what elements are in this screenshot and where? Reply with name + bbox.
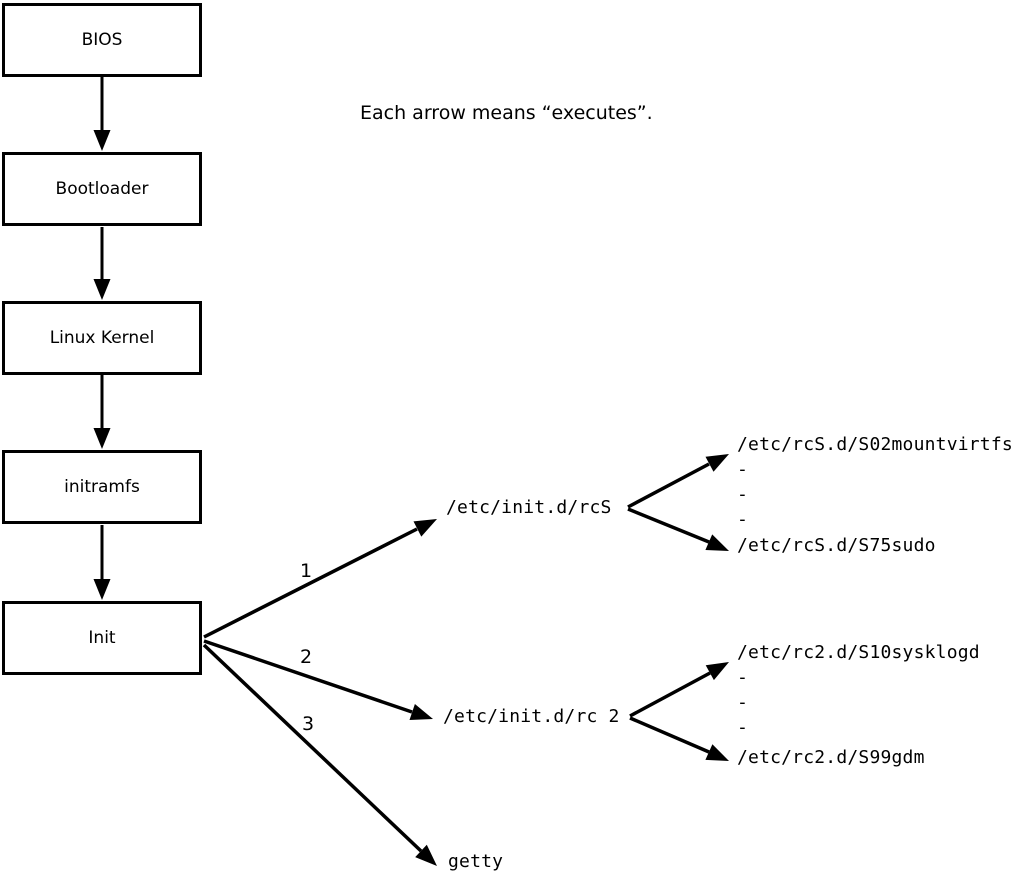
label-rc2-s99gdm: /etc/rc2.d/S99gdm — [737, 747, 925, 768]
arrow-rcs-to-s02 — [627, 454, 729, 509]
label-etc-init-d-rc2: /etc/init.d/rc 2 — [443, 706, 620, 727]
note-arrow-meaning: Each arrow means “executes”. — [360, 102, 653, 124]
arrow-rcs-to-s75 — [627, 507, 729, 551]
ellipsis-dash: - — [737, 509, 749, 530]
ellipsis-dash: - — [737, 692, 749, 713]
box-init-label: Init — [88, 628, 116, 648]
label-etc-init-d-rcs: /etc/init.d/rcS — [446, 497, 612, 518]
arrow-kernel-to-initramfs — [93, 375, 111, 449]
box-bios-label: BIOS — [81, 30, 123, 50]
label-rcs-s02mountvirtfs: /etc/rcS.d/S02mountvirtfs — [737, 434, 1013, 455]
box-initramfs: initramfs — [2, 450, 202, 524]
box-initramfs-label: initramfs — [64, 477, 140, 497]
arrow-bootloader-to-kernel — [93, 227, 111, 300]
arrow-bios-to-bootloader — [93, 76, 111, 151]
arrowhead — [413, 519, 437, 537]
ellipsis-dash: - — [737, 459, 749, 480]
arrow-init-to-getty — [202, 643, 437, 866]
box-linux-kernel: Linux Kernel — [2, 301, 202, 375]
arrow-rc2-to-s99 — [629, 716, 729, 761]
label-rcs-s75sudo: /etc/rcS.d/S75sudo — [737, 535, 936, 556]
ellipsis-dash: - — [737, 717, 749, 738]
label-rc2-s10sysklogd: /etc/rc2.d/S10sysklogd — [737, 642, 980, 663]
arrowhead — [705, 534, 729, 551]
branch-number-1: 1 — [300, 560, 313, 582]
arrowhead — [705, 662, 729, 681]
arrowhead — [415, 844, 437, 866]
box-init: Init — [2, 601, 202, 675]
arrow-init-to-rcs — [203, 519, 437, 639]
arrowhead — [93, 428, 111, 449]
label-getty: getty — [448, 851, 504, 872]
branch-number-2: 2 — [300, 646, 313, 668]
box-bios: BIOS — [2, 3, 202, 77]
branch-number-3: 3 — [302, 713, 315, 735]
ellipsis-dash: - — [737, 667, 749, 688]
box-bootloader: Bootloader — [2, 152, 202, 226]
arrowhead — [705, 454, 729, 472]
arrowhead — [93, 279, 111, 300]
box-bootloader-label: Bootloader — [55, 179, 149, 199]
arrow-init-to-rc2 — [203, 639, 433, 720]
arrowhead — [93, 130, 111, 151]
arrowhead — [705, 744, 729, 761]
arrowhead — [409, 704, 433, 720]
box-linux-kernel-label: Linux Kernel — [49, 328, 155, 348]
arrowhead — [93, 579, 111, 600]
arrow-rc2-to-s10 — [629, 662, 729, 718]
ellipsis-dash: - — [737, 484, 749, 505]
arrow-initramfs-to-init — [93, 525, 111, 600]
